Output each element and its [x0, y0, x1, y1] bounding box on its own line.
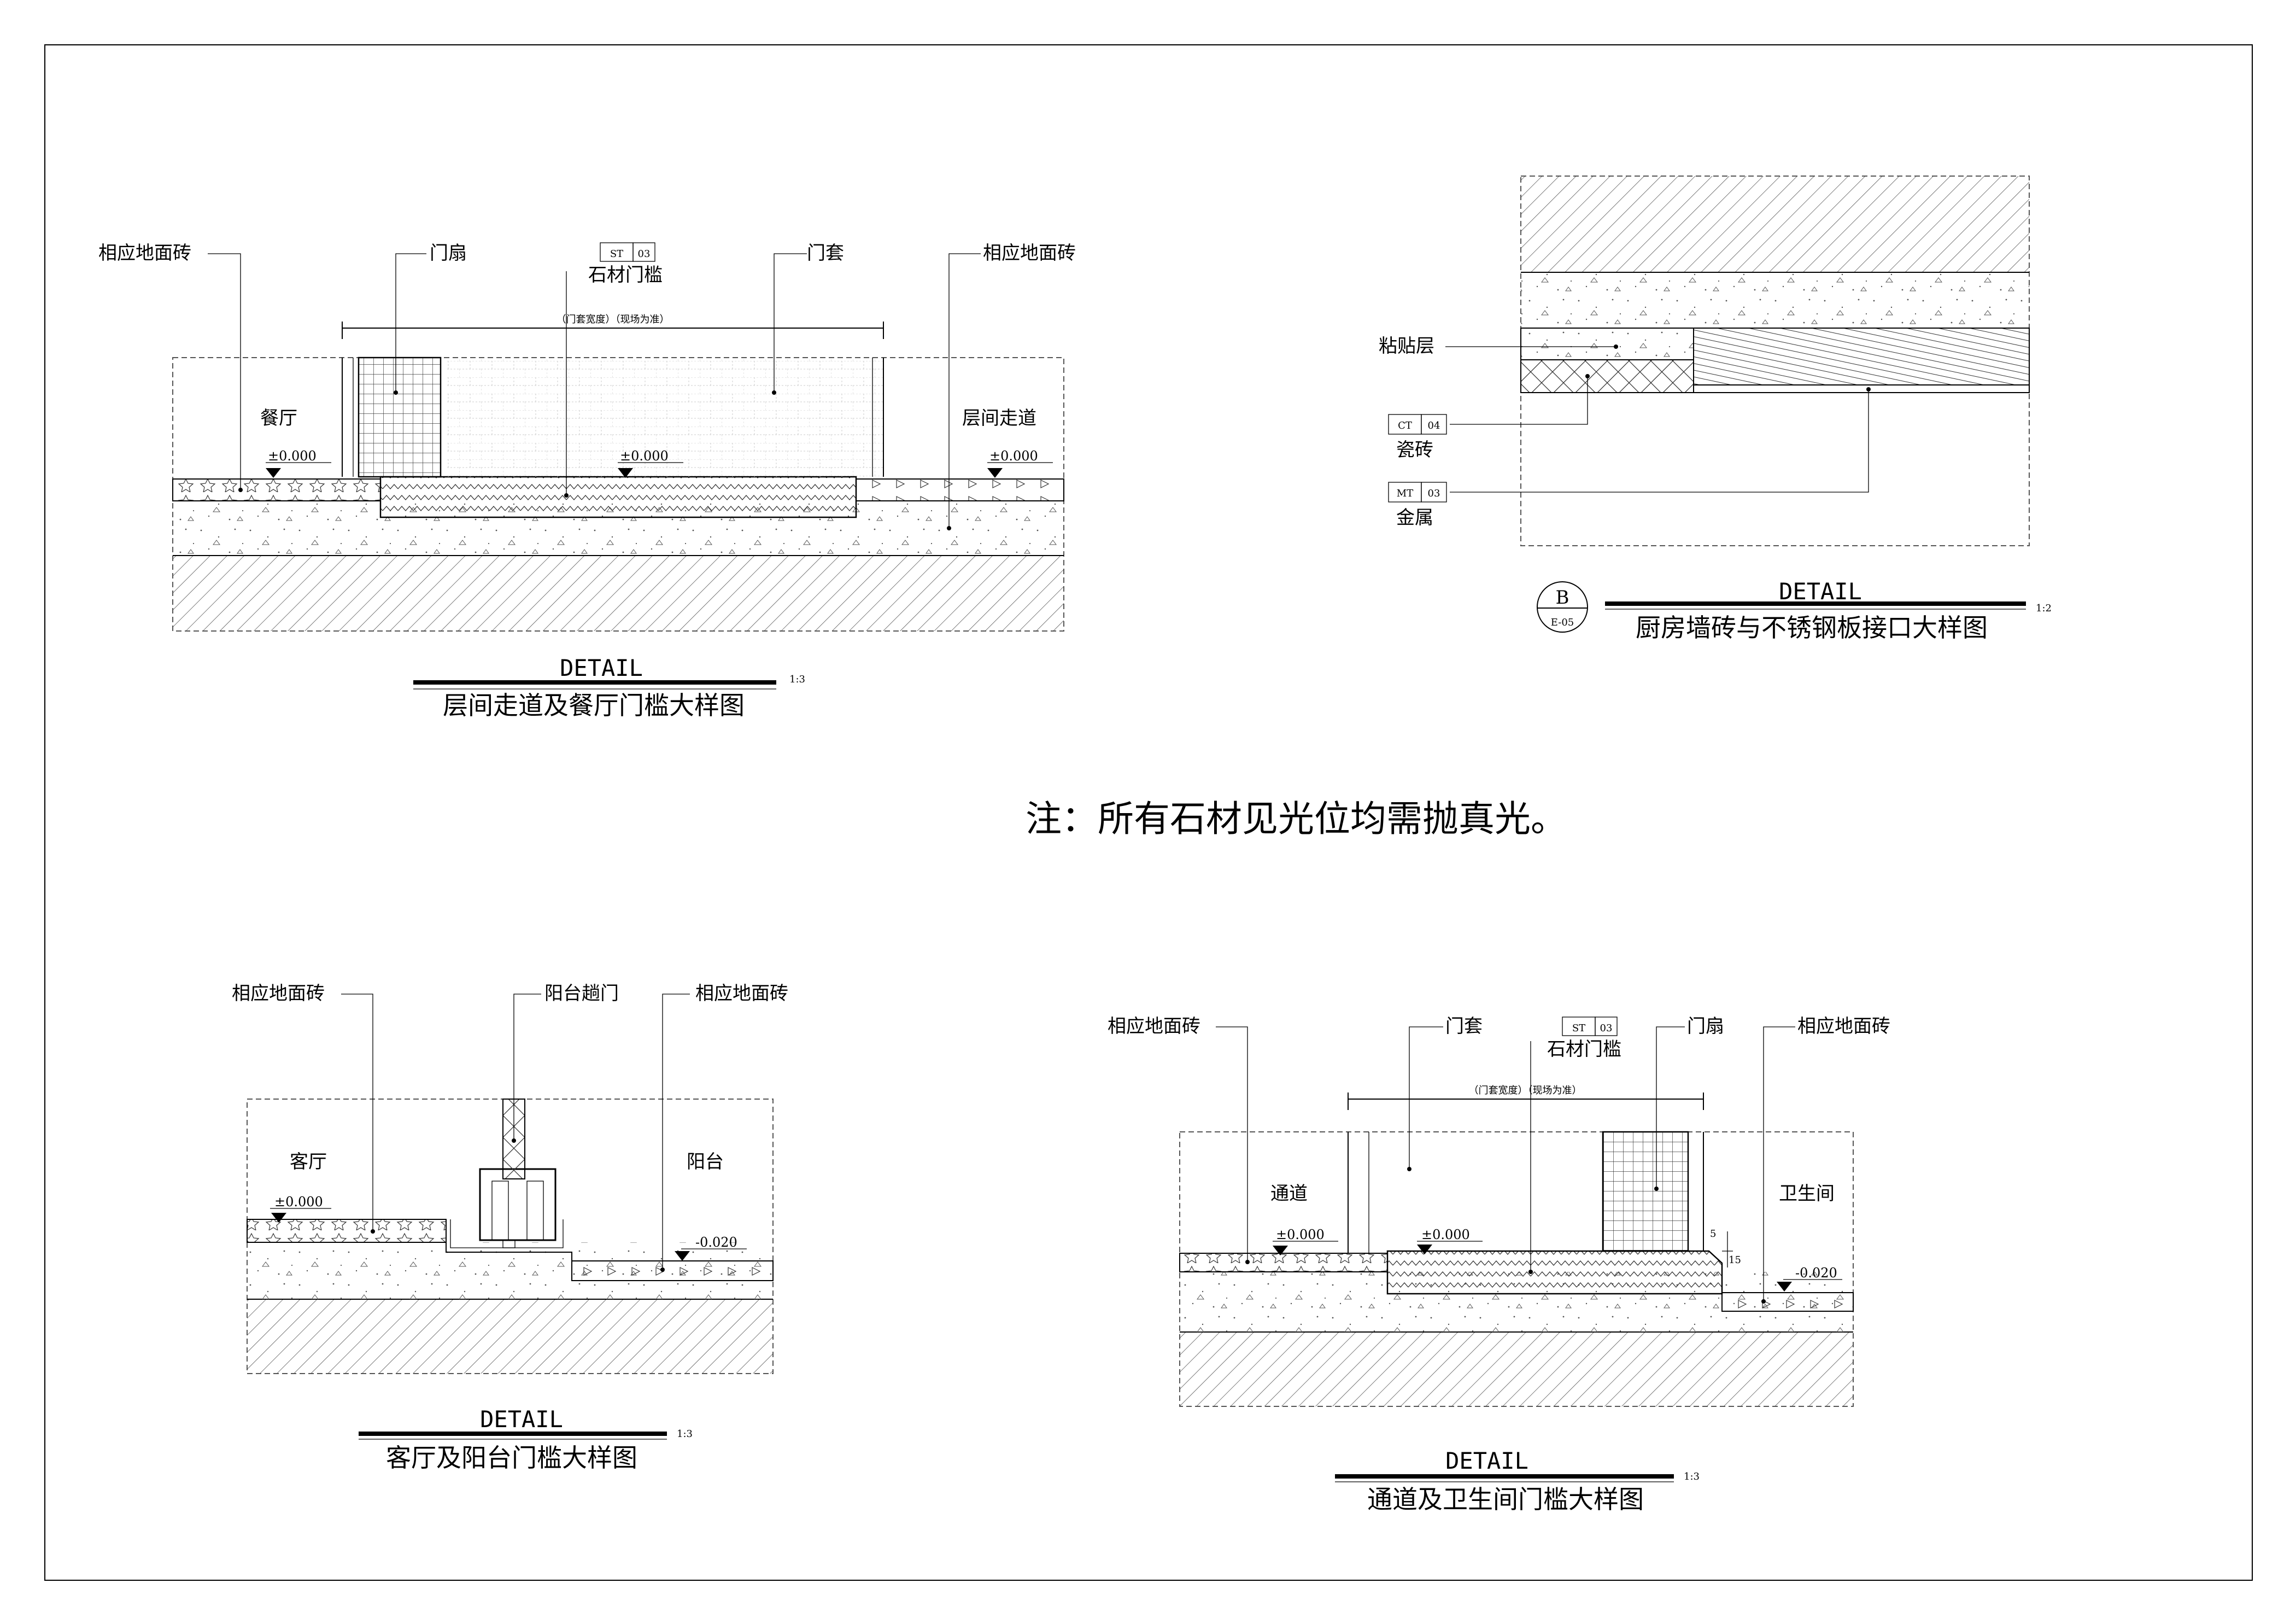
- mt-num: 03: [1428, 488, 1440, 499]
- room-right: 卫生间: [1779, 1183, 1835, 1205]
- level-right: ±0.000: [989, 448, 1038, 464]
- detail-4-tag: DETAIL: [1445, 1447, 1528, 1474]
- room-left: 通道: [1270, 1183, 1308, 1205]
- level-mid: ±0.000: [1421, 1227, 1470, 1242]
- detail-1-tag: DETAIL: [560, 655, 643, 681]
- label-metal: 金属: [1396, 507, 1433, 529]
- level-marker-mid: [618, 468, 633, 478]
- ct-code: CT: [1398, 420, 1412, 431]
- floor-tile-left: [247, 1219, 447, 1243]
- label-tile: 瓷砖: [1396, 439, 1433, 461]
- st-num: 03: [638, 248, 651, 260]
- slab-hatch: [173, 556, 1064, 631]
- wall-render: [1521, 272, 2029, 328]
- level-left: ±0.000: [274, 1194, 323, 1210]
- slab-hatch: [1180, 1332, 1853, 1406]
- floor-tile-right: [1721, 1292, 1854, 1312]
- floor-tile-right: [856, 478, 1064, 501]
- label-balcony-door: 阳台趟门: [544, 983, 619, 1004]
- floor-tile-left: [172, 478, 381, 501]
- label-tile-left: 相应地面砖: [1108, 1015, 1200, 1037]
- slab-hatch: [247, 1299, 773, 1374]
- detail-3-living-balcony: 相应地面砖 阳台趟门 相应地面砖 客厅 阳台 ±0.000 -0.020 DET…: [232, 983, 788, 1473]
- detail-2-scale: 1:2: [2036, 603, 2052, 614]
- door-leaf: [358, 357, 442, 478]
- ceramic-tile: [1520, 359, 1694, 393]
- room-left: 客厅: [290, 1151, 327, 1173]
- level-marker-right: [987, 468, 1003, 478]
- detail-1-title: 层间走道及餐厅门槛大样图: [443, 691, 745, 720]
- mt-code: MT: [1397, 488, 1413, 499]
- level-right: -0.020: [1795, 1265, 1837, 1281]
- label-door-leaf: 门扇: [430, 242, 467, 264]
- detail-3-scale: 1:3: [677, 1428, 693, 1440]
- detail-2-tag: DETAIL: [1779, 578, 1862, 605]
- level-left: ±0.000: [268, 448, 317, 464]
- level-marker-left: [1273, 1246, 1288, 1255]
- sheet-border: [44, 44, 2253, 1581]
- dim-b: 15: [1729, 1254, 1741, 1266]
- label-door-frame: 门套: [1445, 1015, 1483, 1037]
- door-leaf: [1602, 1131, 1689, 1252]
- room-right: 阳台: [687, 1151, 724, 1173]
- detail-4-corridor-bathroom: （门套宽度）（现场为准） 相应地面砖 门套 ST 03 石材门槛 门扇 相应地面…: [1108, 1015, 1890, 1514]
- level-right: -0.020: [695, 1235, 737, 1250]
- wall-hatch: [1521, 176, 2029, 272]
- level-left: ±0.000: [1276, 1227, 1325, 1242]
- detail-2-title: 厨房墙砖与不锈钢板接口大样图: [1636, 613, 1988, 642]
- detail-1-scale: 1:3: [789, 674, 805, 685]
- bubble-ref: E-05: [1551, 617, 1574, 628]
- bubble-letter: B: [1556, 587, 1569, 609]
- steel-plate-backing: [1693, 328, 2030, 385]
- st-code: ST: [1572, 1023, 1585, 1034]
- label-adhesive: 粘贴层: [1379, 335, 1434, 357]
- label-stone-sill: 石材门槛: [1547, 1038, 1621, 1060]
- floor-tile-left: [1179, 1253, 1388, 1272]
- dim-a: 5: [1710, 1228, 1716, 1240]
- width-note: （门套宽度）（现场为准）: [557, 314, 670, 325]
- detail-2-kitchen-tile-steel: 粘贴层 CT 04 瓷砖 MT 03 金属 B E-05 DETAIL 1:2 …: [1379, 176, 2052, 642]
- steel-plate: [1693, 384, 2030, 393]
- width-note: （门套宽度）（现场为准）: [1469, 1085, 1582, 1096]
- detail-bubble: [1537, 581, 1588, 633]
- detail-3-tag: DETAIL: [480, 1406, 563, 1433]
- label-tile-left: 相应地面砖: [98, 242, 191, 264]
- st-num: 03: [1600, 1023, 1613, 1034]
- track-channel: [479, 1168, 557, 1241]
- label-tile-right: 相应地面砖: [983, 242, 1076, 264]
- room-left: 餐厅: [260, 407, 297, 429]
- level-marker-left: [266, 468, 281, 478]
- st-code: ST: [610, 248, 623, 260]
- door-frame-panel: [446, 358, 883, 477]
- stone-sill: [379, 476, 857, 518]
- label-door-leaf: 门扇: [1687, 1015, 1724, 1037]
- detail-4-title: 通道及卫生间门槛大样图: [1367, 1485, 1644, 1514]
- room-right: 层间走道: [962, 407, 1036, 429]
- detail-1-threshold-corridor-dining: （门套宽度）（现场为准） 相应地面砖 门扇 ST 03 石材门槛 门套 相应地面…: [98, 242, 1076, 720]
- level-mid: ±0.000: [620, 448, 669, 464]
- label-tile-left: 相应地面砖: [232, 983, 325, 1004]
- floor-tile-right: [571, 1260, 774, 1281]
- ct-num: 04: [1428, 420, 1440, 431]
- label-stone-sill: 石材门槛: [588, 264, 663, 286]
- stone-sill: [1386, 1250, 1723, 1295]
- level-marker-left: [271, 1213, 286, 1223]
- label-tile-right: 相应地面砖: [1797, 1015, 1890, 1037]
- detail-4-scale: 1:3: [1684, 1471, 1700, 1482]
- level-marker-right: [675, 1251, 690, 1261]
- label-door-frame: 门套: [807, 242, 844, 264]
- adhesive-layer: [1520, 328, 1694, 360]
- detail-3-title: 客厅及阳台门槛大样图: [386, 1443, 637, 1473]
- level-marker-right: [1777, 1282, 1792, 1292]
- level-marker-mid: [1417, 1245, 1432, 1254]
- general-note: 注：所有石材见光位均需抛真光。: [1026, 798, 1567, 840]
- label-tile-right: 相应地面砖: [695, 983, 788, 1004]
